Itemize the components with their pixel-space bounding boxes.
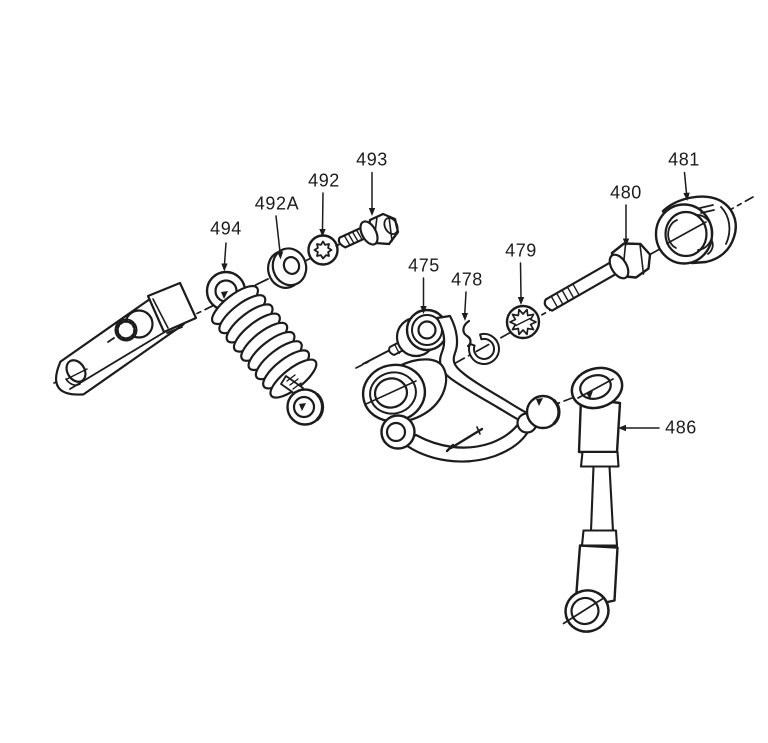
part-label: 492 — [308, 170, 340, 191]
callout-leaders — [221, 171, 690, 432]
part-label: 478 — [451, 269, 483, 290]
adjusting-lever-arm — [55, 281, 198, 396]
serrated-washer-492 — [307, 234, 339, 266]
part-label: 493 — [356, 149, 388, 170]
retaining-clip-478 — [462, 319, 500, 365]
spring-assembly-494 — [205, 270, 325, 426]
part-label: 479 — [505, 240, 537, 261]
part-label: 492A — [254, 193, 300, 214]
part-label: 486 — [665, 417, 697, 438]
crank-bracket-475 — [361, 308, 561, 463]
bushing-nut-481 — [654, 195, 737, 265]
part-label: 481 — [668, 149, 700, 170]
part-label: 494 — [210, 218, 242, 239]
part-label: 480 — [610, 182, 642, 203]
hex-screw-493 — [335, 212, 400, 249]
flat-washer-492a — [266, 247, 308, 289]
tooth-lock-washer-479 — [505, 304, 541, 340]
part-label: 475 — [408, 255, 440, 276]
connecting-link-486 — [562, 366, 624, 633]
hex-bolt-480 — [543, 242, 652, 312]
